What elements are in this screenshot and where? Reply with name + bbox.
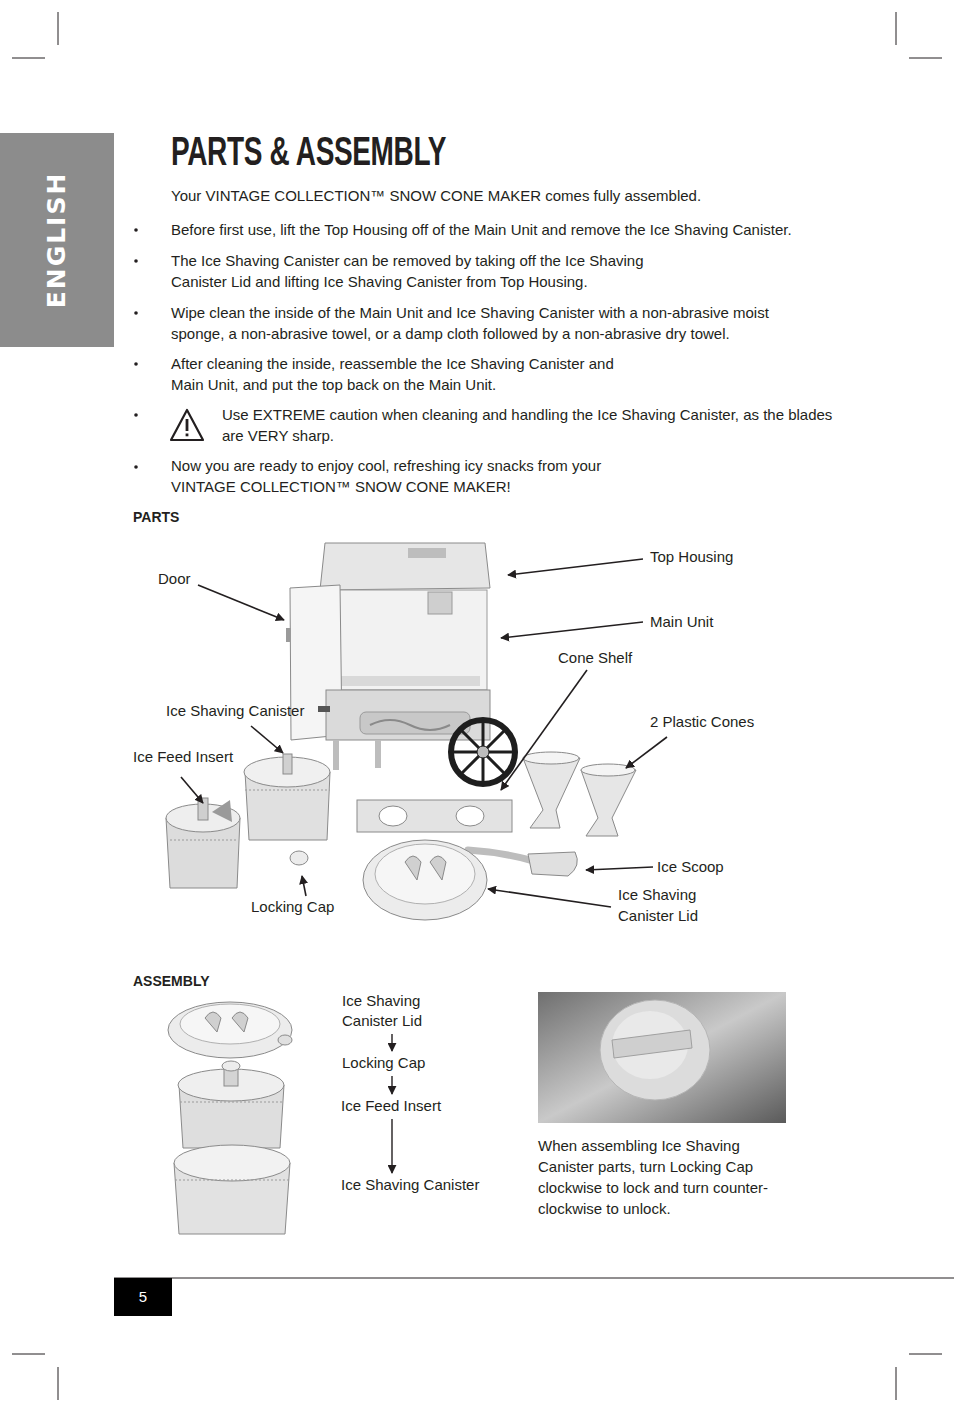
step-text: Ice Feed Insert: [341, 1096, 471, 1116]
photo-caption: When assembling Ice Shaving Canister par…: [538, 1135, 770, 1219]
assembly-arrow: [391, 1034, 392, 1051]
assembly-arrow: [391, 1119, 392, 1173]
assembly-step: Ice Shaving Canister: [341, 1175, 501, 1195]
section-heading: PARTS: [133, 508, 253, 526]
assembly-step: Ice Shaving Canister Lid: [342, 991, 442, 1031]
part-label: Ice Scoop: [657, 856, 767, 877]
part-label: Ice Feed Insert: [133, 746, 273, 767]
language-tab: ENGLISH: [0, 133, 114, 347]
page-number-box: 5: [114, 1278, 172, 1316]
assembly-arrow: [391, 1076, 392, 1094]
part-label: Ice Shaving Canister: [166, 700, 336, 721]
part-label: Ice Shaving Canister Lid: [618, 884, 728, 926]
intro-text: Your VINTAGE COLLECTION™ SNOW CONE MAKER…: [171, 185, 851, 206]
step-text: Ice Shaving Canister Lid: [342, 991, 442, 1031]
section-heading: ASSEMBLY: [133, 972, 253, 990]
step-text: Locking Cap: [342, 1053, 452, 1073]
step-text: Ice Shaving Canister: [341, 1175, 501, 1195]
assembly-step: Ice Feed Insert: [341, 1096, 471, 1116]
instruction-text: After cleaning the inside, reassemble th…: [171, 353, 631, 395]
part-label: Main Unit: [650, 611, 770, 632]
instruction-text: Wipe clean the inside of the Main Unit a…: [171, 302, 826, 344]
assembly-step: Locking Cap: [342, 1053, 452, 1073]
warning-text: Use EXTREME caution when cleaning and ha…: [222, 404, 837, 446]
tab-text: ENGLISH: [43, 172, 71, 309]
instruction-text: The Ice Shaving Canister can be removed …: [171, 250, 691, 292]
instruction-text: Before first use, lift the Top Housing o…: [171, 219, 861, 240]
part-label: 2 Plastic Cones: [650, 711, 800, 732]
part-label: Top Housing: [650, 546, 790, 567]
part-label: Door: [158, 568, 218, 589]
page-title: PARTS & ASSEMBLY: [171, 128, 446, 174]
page-number: 5: [114, 1287, 172, 1307]
part-label: Cone Shelf: [558, 647, 678, 668]
instruction-text: Now you are ready to enjoy cool, refresh…: [171, 455, 611, 497]
part-label: Locking Cap: [251, 896, 361, 917]
